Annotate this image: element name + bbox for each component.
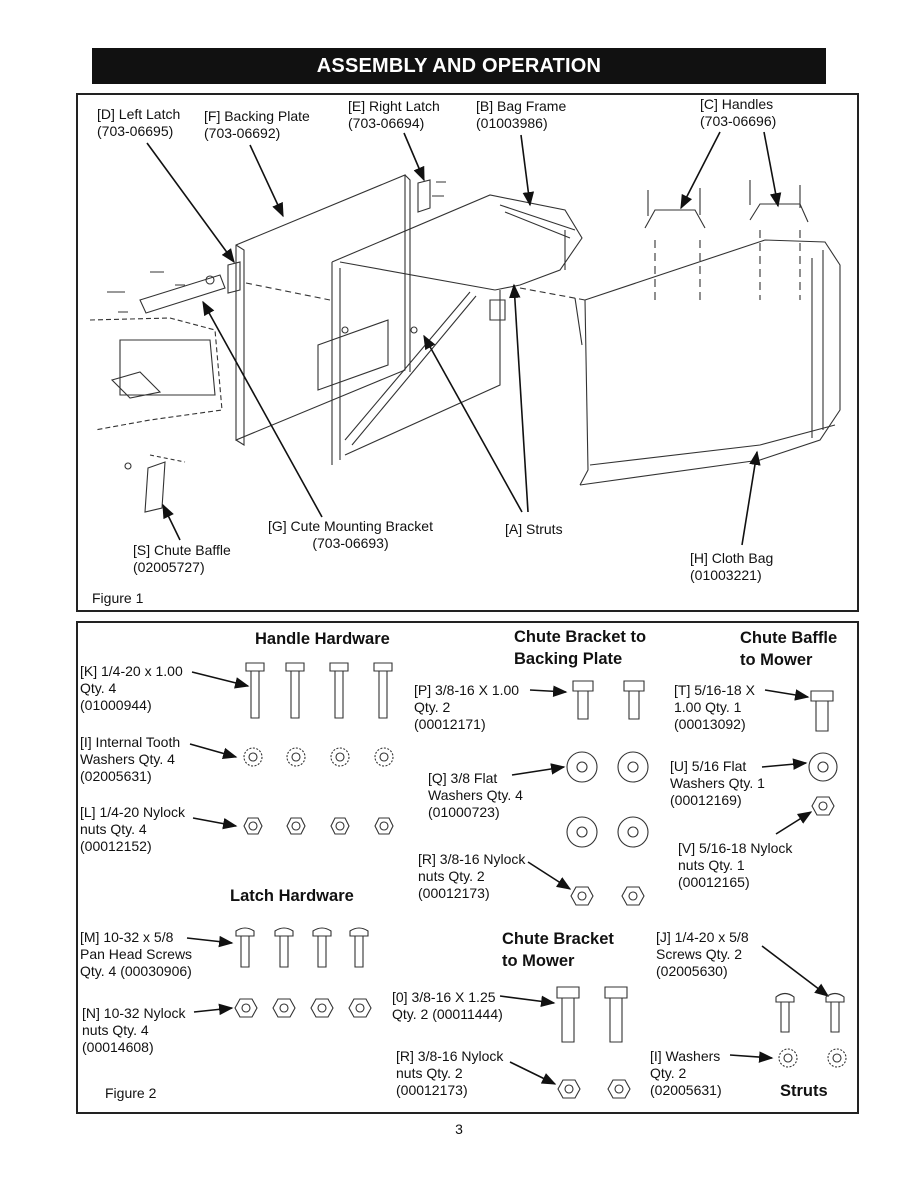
page-number: 3: [455, 1121, 463, 1137]
section-title-banner: ASSEMBLY AND OPERATION: [92, 48, 826, 84]
label-backing-plate: [F] Backing Plate (703-06692): [204, 108, 310, 141]
figure-1-caption: Figure 1: [92, 590, 144, 606]
hardware-q-label: [Q] 3/8 Flat Washers Qty. 4 (01000723): [428, 770, 523, 820]
hardware-i-washers-label: [I] Washers Qty. 2 (02005631): [650, 1048, 722, 1098]
figure-1-panel: [76, 93, 859, 612]
label-struts: [A] Struts: [505, 521, 563, 537]
figure-2-caption: Figure 2: [105, 1085, 157, 1101]
hardware-o-label: [0] 3/8-16 X 1.25 Qty. 2 (00011444): [392, 989, 503, 1022]
hardware-k-label: [K] 1/4-20 x 1.00 Qty. 4 (01000944): [80, 663, 183, 713]
hardware-n-label: [N] 10-32 Nylock nuts Qty. 4 (00014608): [82, 1005, 186, 1055]
label-left-latch: [D] Left Latch (703-06695): [97, 106, 181, 139]
hardware-r-lower-label: [R] 3/8-16 Nylock nuts Qty. 2 (00012173): [396, 1048, 504, 1098]
heading-chute-bracket-mower: Chute Bracket to Mower: [502, 930, 614, 970]
hardware-m-label: [M] 10-32 x 5/8 Pan Head Screws Qty. 4 (…: [80, 929, 193, 979]
heading-chute-baffle-mower: Chute Baffle to Mower: [740, 629, 838, 669]
hardware-u-label: [U] 5/16 Flat Washers Qty. 1 (00012169): [670, 758, 765, 808]
hardware-v-label: [V] 5/16-18 Nylock nuts Qty. 1 (00012165…: [678, 840, 793, 890]
hardware-l-label: [L] 1/4-20 Nylock nuts Qty. 4 (00012152): [80, 804, 186, 854]
hardware-t-label: [T] 5/16-18 X 1.00 Qty. 1 (00013092): [674, 682, 755, 732]
label-handles: [C] Handles (703-06696): [700, 96, 777, 129]
heading-latch-hardware: Latch Hardware: [230, 887, 354, 905]
heading-handle-hardware: Handle Hardware: [255, 630, 390, 648]
figure-2-panel: [76, 621, 859, 1114]
heading-struts: Struts: [780, 1082, 828, 1100]
label-bag-frame: [B] Bag Frame (01003986): [476, 98, 567, 131]
label-mounting-bracket: [G] Cute Mounting Bracket (703-06693): [268, 518, 433, 551]
hardware-j-label: [J] 1/4-20 x 5/8 Screws Qty. 2 (02005630…: [656, 929, 749, 979]
heading-chute-bracket-backing: Chute Bracket to Backing Plate: [514, 628, 647, 668]
hardware-i-internal-label: [I] Internal Tooth Washers Qty. 4 (02005…: [80, 734, 181, 784]
label-right-latch: [E] Right Latch (703-06694): [348, 98, 440, 131]
hardware-p-label: [P] 3/8-16 X 1.00 Qty. 2 (00012171): [414, 682, 520, 732]
label-cloth-bag: [H] Cloth Bag (01003221): [690, 550, 774, 583]
hardware-r-upper-label: [R] 3/8-16 Nylock nuts Qty. 2 (00012173): [418, 851, 526, 901]
label-chute-baffle: [S] Chute Baffle (02005727): [133, 542, 231, 575]
